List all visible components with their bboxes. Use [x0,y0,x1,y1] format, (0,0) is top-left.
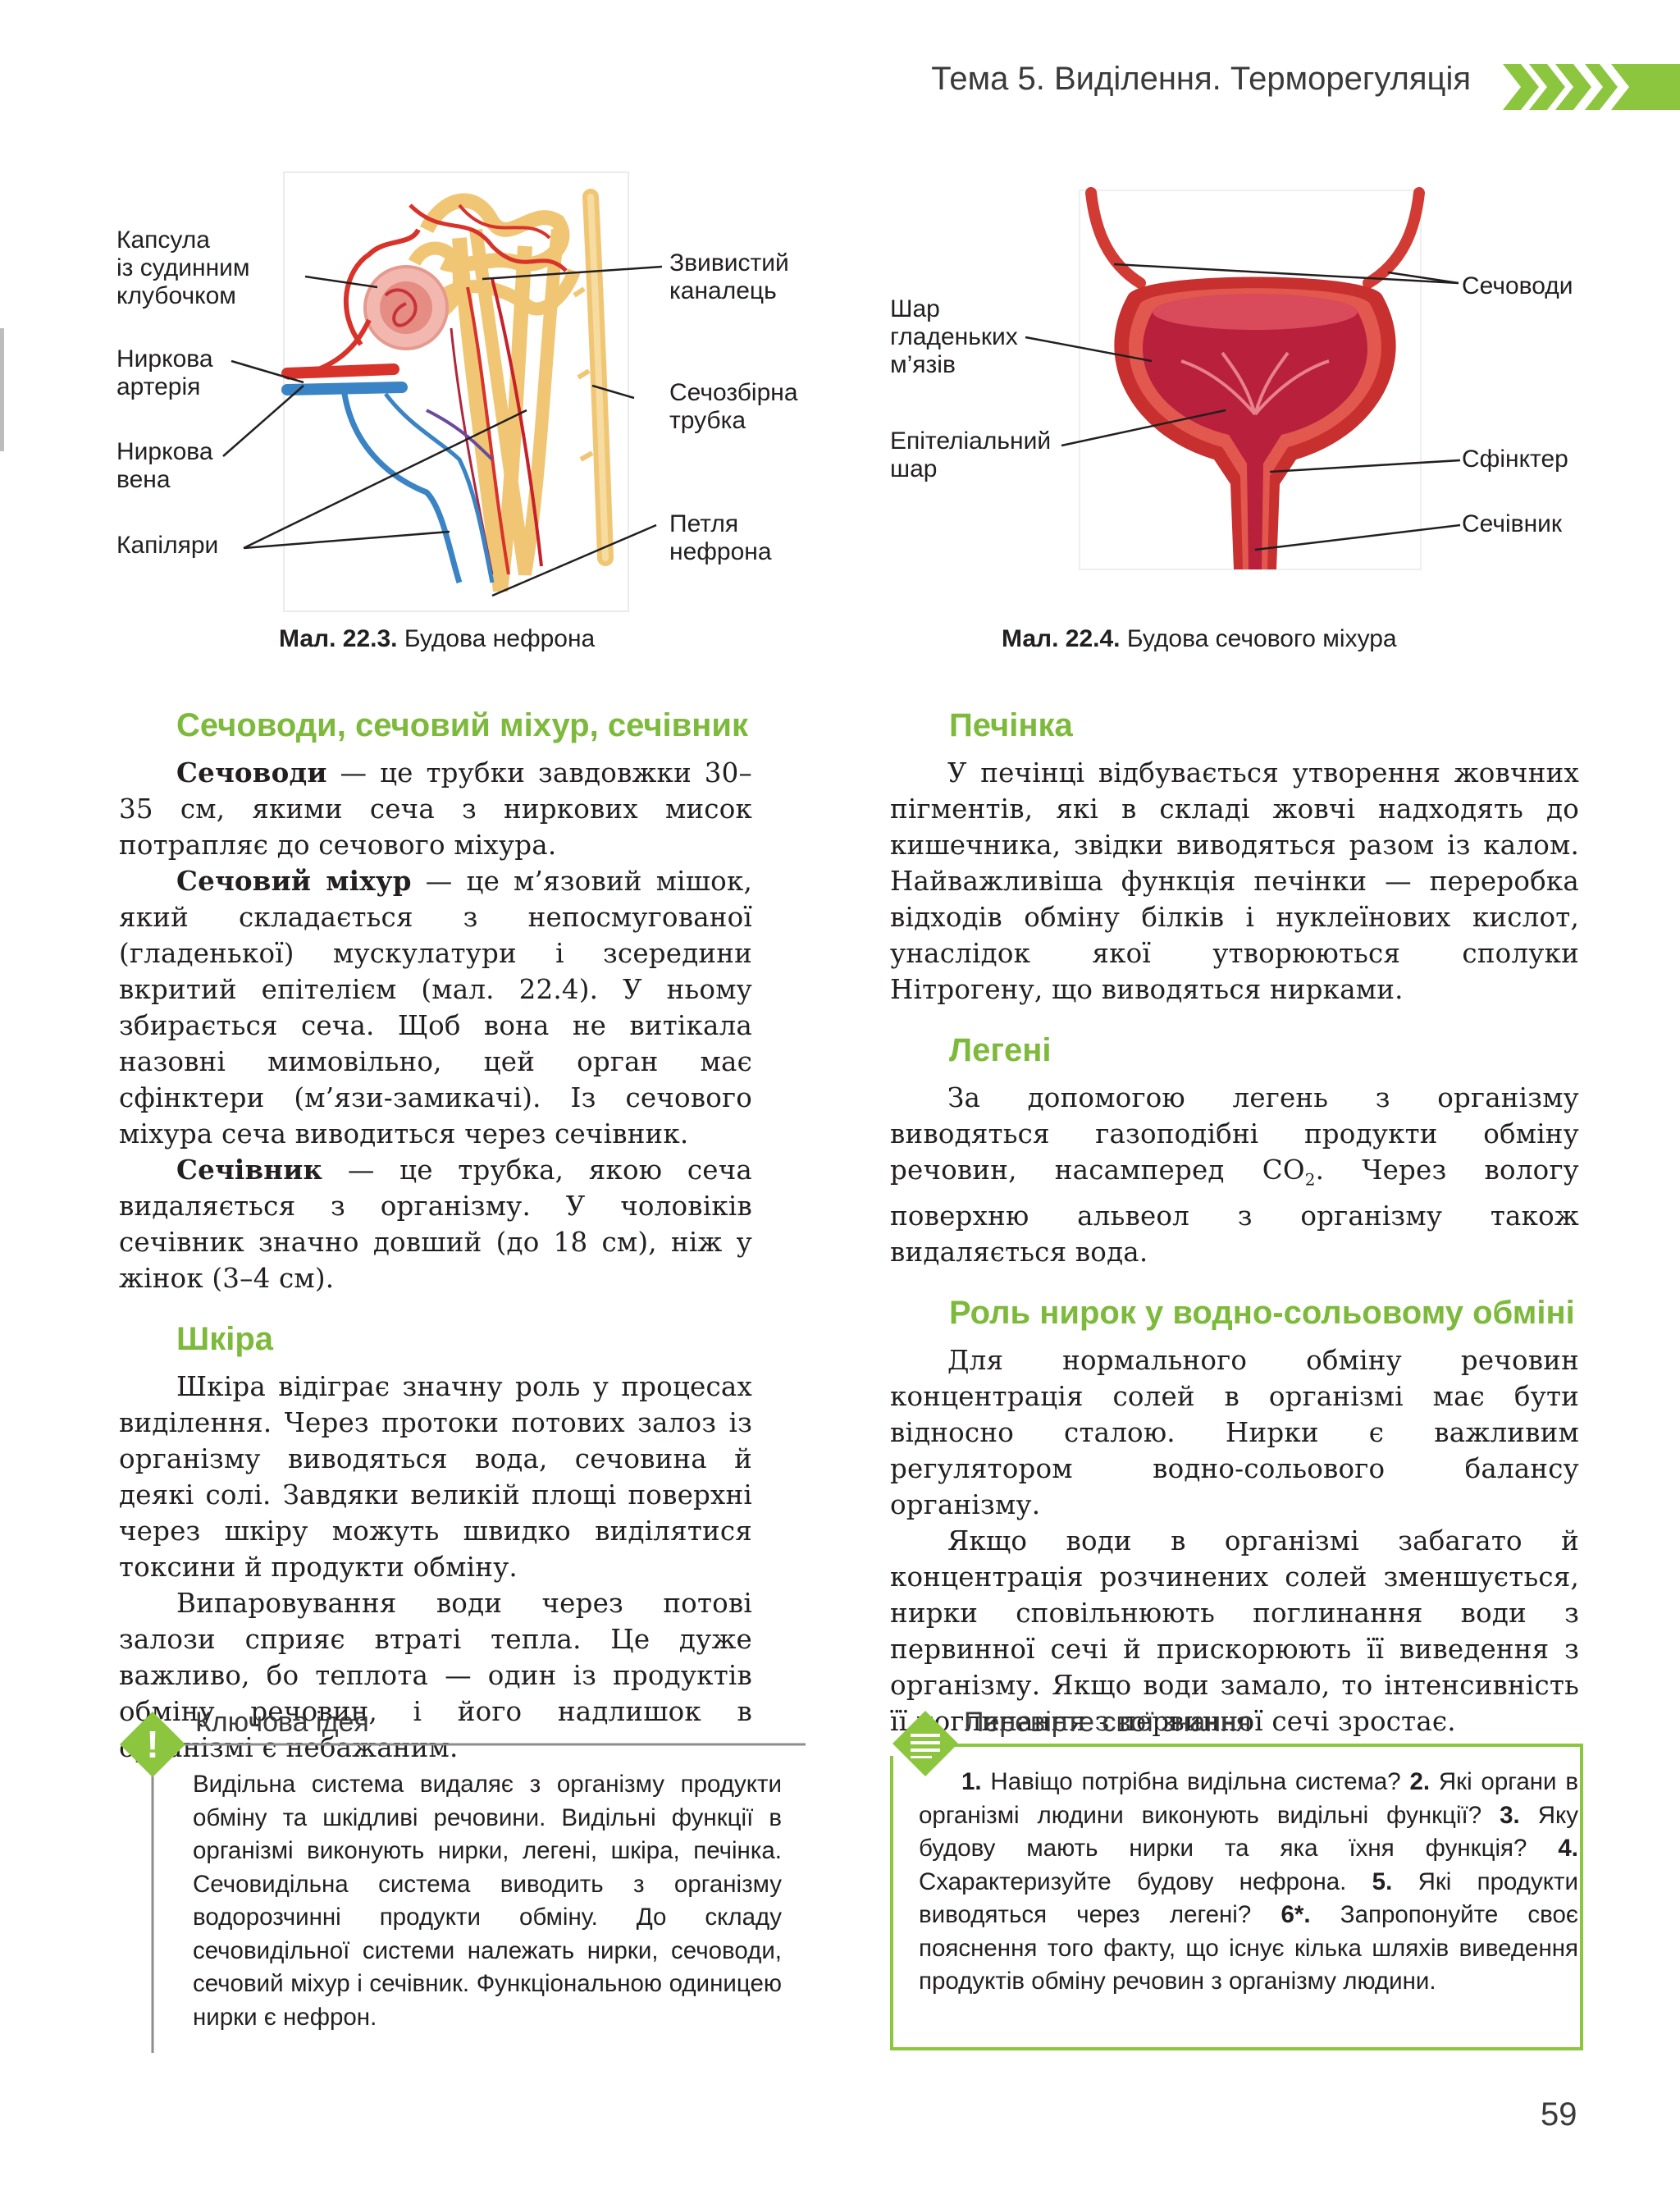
label-sphincter: Сфінктер [1462,446,1568,473]
list-lines-icon [892,1711,958,1776]
check-knowledge-questions: 1. Навіщо потрібна видільна система? 2. … [919,1768,1578,1995]
paragraph-kidneys-2: Якщо води в організмі забагато й концент… [890,1524,1579,1737]
nephron-illustration [222,171,663,612]
chevron-arrows-icon [1503,64,1680,110]
page-number: 59 [1541,2096,1577,2132]
heading-skin: Шкіра [176,1321,274,1357]
paragraph-skin-2: Випаровування води через потові залози с… [119,1588,752,1763]
label-epithelial-layer: Епітеліальний шар [890,427,1052,482]
check-knowledge-title: Перевірте свої знання [964,1707,1252,1738]
figure-caption-bladder: Мал. 22.4. Будова сечового міхура [1002,625,1397,652]
label-renal-artery: Ниркова артерія [116,345,213,400]
paragraph-ureters: Сечоводи — це трубки завдовжки 30–35 см,… [119,757,752,861]
exclamation-diamond-icon: ! [120,1712,185,1777]
check-knowledge-frame [890,1744,1583,2050]
bladder-illustration [1025,187,1461,570]
figure-caption-nephron: Мал. 22.3. Будова нефрона [279,625,596,652]
edge-tab-mark [0,328,4,451]
heading-lungs: Легені [949,1032,1052,1068]
label-ureters: Сечоводи [1462,272,1573,299]
label-convoluted-tubule: Звивистий каналець [669,249,789,304]
label-capsule: Капсула із судинним клубочком [116,226,250,309]
label-renal-vein: Ниркова вена [116,438,213,493]
svg-text:!: ! [146,1723,158,1766]
paragraph-kidneys-1: Для нормального обміну речовин концентра… [890,1344,1579,1520]
key-idea-title: Ключова ідея [195,1707,369,1738]
paragraph-urethra: Сечівник — це трубка, якою сеча видаляєт… [119,1154,752,1294]
paragraph-bladder: Сечовий міхур — це м’язовий мішок, який … [119,865,752,1150]
page-header-title: Тема 5. Виділення. Терморегуляція [931,61,1471,97]
paragraph-skin-1: Шкіра відіграє значну роль у процесах ви… [119,1371,752,1583]
heading-ureters-bladder-urethra: Сечоводи, сечовий міхур, сечівник [176,707,749,743]
heading-kidneys-water-salt: Роль нирок у водно-сольовому обміні [949,1294,1575,1331]
key-idea-frame [151,1743,806,2053]
label-capillaries: Капіляри [116,532,219,559]
label-urethra: Сечівник [1462,510,1563,537]
right-column: Печінка У печінці відбувається утворення… [890,706,1579,1739]
left-column: Сечоводи, сечовий міхур, сечівник Сечово… [119,706,752,1766]
heading-liver: Печінка [949,707,1073,743]
paragraph-lungs: За допомогою легень з організму виводять… [890,1082,1579,1268]
label-loop-of-nephron: Петля нефрона [669,510,772,565]
label-smooth-muscle-layer: Шар гладеньких м’язів [890,295,1018,378]
paragraph-liver: У печінці відбувається утворення жовчних… [890,757,1579,1005]
key-idea-text: Видільна система видаляє з організму про… [193,1771,782,2031]
label-collecting-duct: Сечозбірна трубка [669,379,798,434]
